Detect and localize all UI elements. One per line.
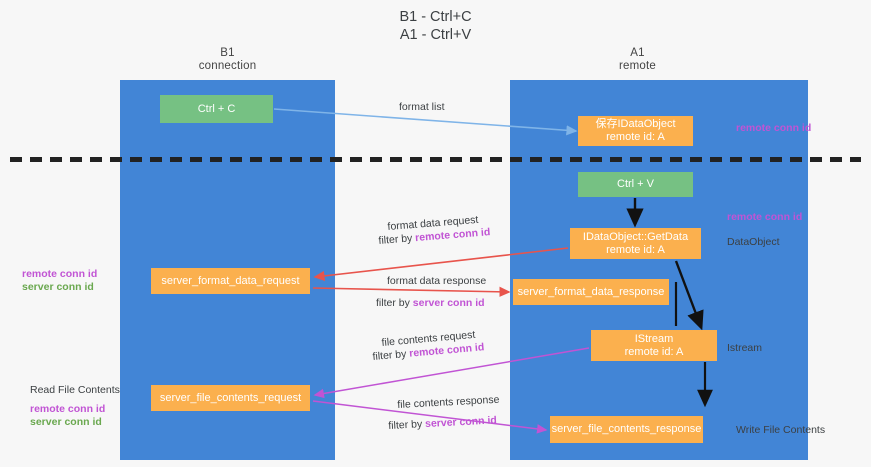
- filter-key: server conn id: [412, 297, 485, 309]
- box-ctrl-v-label: Ctrl + V: [617, 178, 654, 190]
- title-line-1: B1 - Ctrl+C: [399, 9, 472, 25]
- annotation-left-server-conn-id-1: server conn id: [22, 281, 94, 293]
- annotation-remote-conn-id-mid: remote conn id: [727, 211, 802, 224]
- phase-divider: [10, 157, 861, 162]
- edge-label-file-contents-response: file contents response: [397, 393, 500, 411]
- box-istream-label: IStream: [634, 332, 674, 345]
- annotation-istream-label: Istream: [727, 342, 763, 354]
- annotation-left-conn-ids-1: remote conn id server conn id: [22, 268, 97, 294]
- annotation-read-file-contents: Read File Contents: [30, 384, 120, 396]
- box-getdata-label: IDataObject::GetData: [582, 230, 689, 243]
- annotation-left-server-conn-id-2: server conn id: [30, 416, 102, 428]
- annotation-dataobject-label: DataObject: [727, 236, 780, 248]
- title-line-2: A1 - Ctrl+V: [399, 27, 472, 43]
- box-idataobject-sub: remote id: A: [606, 131, 665, 143]
- annotation-istream: Istream: [727, 342, 762, 355]
- box-getdata-sub: remote id: A: [606, 243, 665, 256]
- box-idataobject[interactable]: 保存IDataObject remote id: A: [578, 116, 693, 146]
- box-istream[interactable]: IStream remote id: A: [591, 330, 717, 361]
- box-istream-sub: remote id: A: [624, 345, 684, 358]
- annotation-left-remote-conn-id-2: remote conn id: [30, 403, 106, 415]
- box-ctrl-c-label: Ctrl + C: [197, 102, 236, 115]
- filter-prefix: filter by: [372, 347, 410, 363]
- annotation-write-file-contents: Write File Contents: [736, 424, 825, 437]
- edge-label-format-data-response-filter: filter by server conn id: [376, 296, 485, 310]
- annotation-left-conn-ids-2: Read File Contents remote conn id server…: [30, 384, 120, 429]
- annotation-write-file-contents-label: Write File Contents: [736, 424, 826, 436]
- box-server-format-data-response[interactable]: server_format_data_response: [513, 279, 669, 305]
- lane-header-b1-line2: connection: [198, 60, 257, 72]
- filter-prefix: filter by: [388, 418, 426, 432]
- annotation-remote-conn-id-mid-label: remote conn id: [727, 211, 803, 223]
- filter-prefix: filter by: [376, 297, 413, 309]
- box-ctrl-c[interactable]: Ctrl + C: [160, 95, 273, 123]
- box-idataobject-getdata[interactable]: IDataObject::GetData remote id: A: [570, 228, 701, 259]
- box-server-format-data-response-label: server_format_data_response: [517, 285, 665, 298]
- box-ctrl-v[interactable]: Ctrl + V: [578, 172, 693, 197]
- box-idataobject-label: 保存IDataObject: [595, 118, 676, 130]
- annotation-left-remote-conn-id-1: remote conn id: [22, 268, 98, 280]
- annotation-dataobject: DataObject: [727, 236, 780, 249]
- arrow-format-data-response: [312, 286, 511, 297]
- box-server-file-contents-request[interactable]: server_file_contents_request: [151, 385, 310, 411]
- lane-header-a1-line2: remote: [619, 60, 656, 72]
- box-server-format-data-request-label: server_format_data_request: [161, 274, 300, 287]
- box-server-file-contents-response-label: server_file_contents_response: [551, 423, 702, 435]
- box-server-file-contents-request-label: server_file_contents_request: [159, 391, 302, 404]
- edge-label-format-data-response: format data response: [387, 275, 487, 287]
- page-title: B1 - Ctrl+C A1 - Ctrl+V: [0, 8, 871, 44]
- lane-header-b1: B1 connection: [150, 47, 305, 73]
- filter-key: server conn id: [424, 414, 498, 431]
- annotation-remote-conn-id-top-label: remote conn id: [736, 122, 812, 134]
- edge-label-file-contents-response-filter: filter by server conn id: [388, 413, 497, 433]
- lane-header-b1-line1: B1: [220, 47, 235, 59]
- lane-header-a1-line1: A1: [630, 47, 645, 59]
- box-server-file-contents-response[interactable]: server_file_contents_response: [550, 416, 703, 443]
- annotation-remote-conn-id-top: remote conn id: [736, 122, 811, 135]
- filter-prefix: filter by: [378, 232, 416, 247]
- box-server-format-data-request[interactable]: server_format_data_request: [151, 268, 310, 294]
- edge-label-format-list: format list: [399, 101, 445, 113]
- lane-header-a1: A1 remote: [560, 47, 715, 73]
